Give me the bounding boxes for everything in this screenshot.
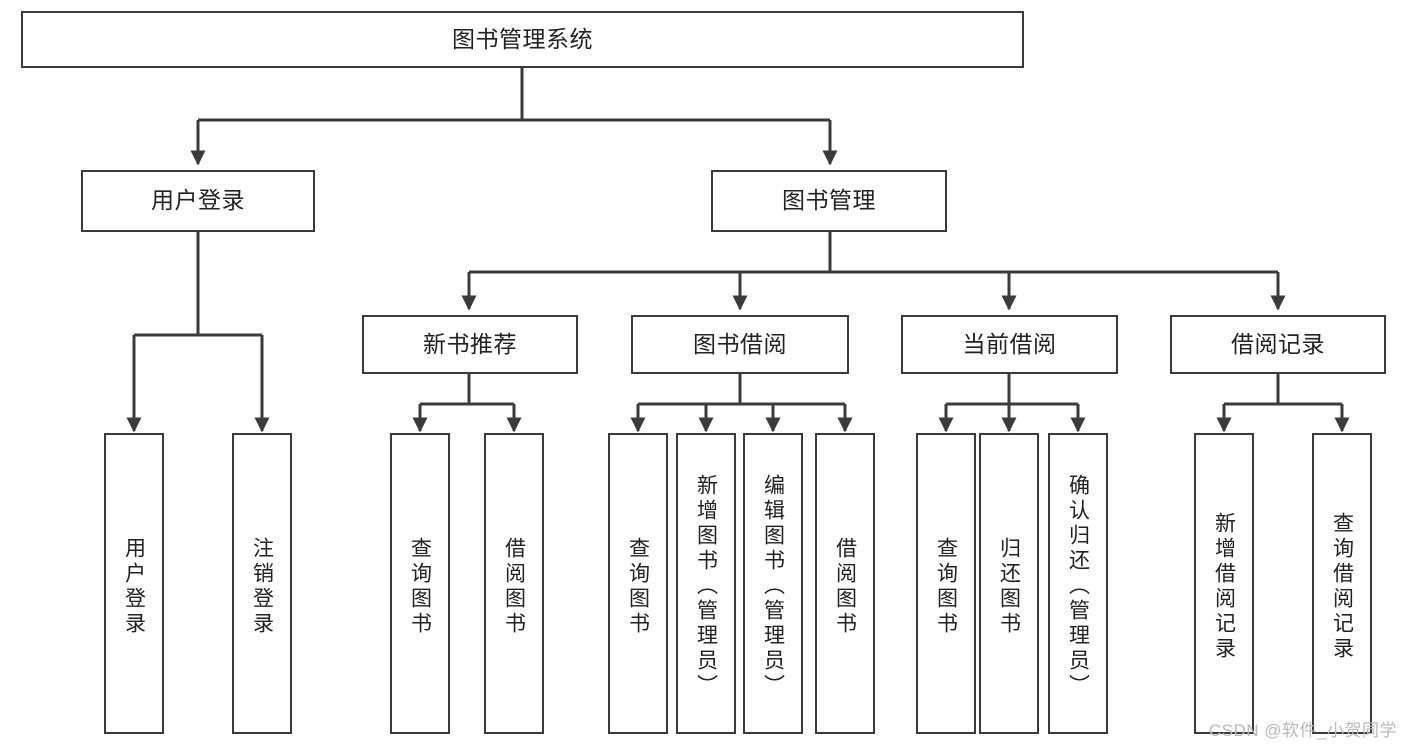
leaf-add-borrow-record[interactable]: 新增借阅记录 [1194, 433, 1254, 734]
leaf-query-borrow-record[interactable]: 查询借阅记录 [1312, 433, 1372, 734]
node-label: 编辑图书（管理员） [761, 474, 785, 699]
node-label: 归还图书 [997, 536, 1021, 637]
leaf-logout[interactable]: 注销登录 [232, 433, 292, 734]
node-root-system[interactable]: 图书管理系统 [21, 11, 1024, 68]
watermark-text: CSDN @软件_小贺同学 [1208, 721, 1397, 740]
node-borrow-records[interactable]: 借阅记录 [1170, 315, 1386, 374]
node-label: 查询图书 [408, 536, 432, 637]
node-label: 图书借阅 [693, 330, 787, 357]
leaf-borrow-book[interactable]: 借阅图书 [815, 433, 875, 734]
leaf-confirm-return-admin[interactable]: 确认归还（管理员） [1048, 433, 1108, 734]
leaf-edit-book-admin[interactable]: 编辑图书（管理员） [743, 433, 803, 734]
leaf-add-book-admin[interactable]: 新增图书（管理员） [676, 433, 736, 734]
node-label: 图书管理 [782, 187, 876, 214]
node-new-book-recommend[interactable]: 新书推荐 [362, 315, 578, 374]
node-label: 当前借阅 [962, 330, 1057, 357]
node-label: 查询借阅记录 [1330, 511, 1354, 662]
leaf-query-book-current[interactable]: 查询图书 [916, 433, 976, 734]
node-current-borrow[interactable]: 当前借阅 [901, 315, 1118, 374]
node-label: 用户登录 [122, 536, 146, 637]
node-label: 新增图书（管理员） [694, 474, 718, 699]
node-label: 新书推荐 [423, 330, 517, 357]
node-label: 借阅图书 [833, 536, 857, 637]
node-book-management[interactable]: 图书管理 [711, 170, 947, 232]
node-label: 新增借阅记录 [1212, 511, 1236, 662]
node-label: 注销登录 [250, 536, 274, 637]
node-label: 用户登录 [151, 187, 245, 214]
leaf-return-book[interactable]: 归还图书 [979, 433, 1039, 734]
node-book-borrow[interactable]: 图书借阅 [631, 315, 849, 374]
leaf-user-login[interactable]: 用户登录 [104, 433, 164, 734]
node-label: 查询图书 [626, 536, 650, 637]
node-label: 借阅图书 [502, 536, 526, 637]
node-user-login[interactable]: 用户登录 [81, 170, 315, 232]
node-label: 借阅记录 [1231, 330, 1325, 357]
leaf-query-book-recommend[interactable]: 查询图书 [390, 433, 450, 734]
node-label: 查询图书 [934, 536, 958, 637]
node-label: 图书管理系统 [452, 25, 593, 52]
leaf-borrow-book-recommend[interactable]: 借阅图书 [484, 433, 544, 734]
leaf-query-book[interactable]: 查询图书 [608, 433, 668, 734]
node-label: 确认归还（管理员） [1066, 474, 1090, 699]
